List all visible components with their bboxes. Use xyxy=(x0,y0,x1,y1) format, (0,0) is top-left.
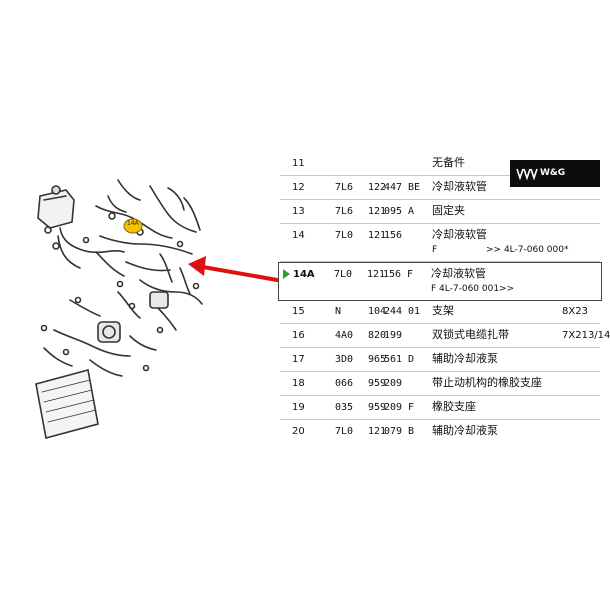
part-number-group-2: 965 xyxy=(368,354,387,365)
part-number-group-1: 4A0 xyxy=(335,330,354,341)
brand-logo: W&G xyxy=(510,160,600,187)
part-description: 辅助冷却液泵 xyxy=(432,424,498,437)
play-icon xyxy=(283,269,290,279)
part-number-group-2: 959 xyxy=(368,402,387,413)
table-row[interactable]: 16 4A0 820 199 双锁式电缆扎带 7X213/14 xyxy=(280,324,610,348)
part-description: 支架 xyxy=(432,304,454,317)
vvv-logo-mark-icon xyxy=(516,168,538,181)
part-number-group-2: 121 xyxy=(367,269,386,280)
part-number-group-3: 561 xyxy=(384,354,403,365)
part-description: 冷却液软管 xyxy=(432,228,487,241)
position-number: 16 xyxy=(292,330,305,341)
table-row[interactable]: 14 7L0 121 156 冷却液软管 F >> 4L-7-060 000* xyxy=(280,224,600,262)
part-number-group-2: 104 xyxy=(368,306,387,317)
part-number-suffix: A xyxy=(408,206,415,217)
part-number-group-2: 121 xyxy=(368,230,387,241)
position-number: 12 xyxy=(292,182,305,193)
part-note-range: >> 4L-7-060 000* xyxy=(486,245,569,255)
part-number-suffix: BE xyxy=(408,182,421,193)
position-number: 17 xyxy=(292,354,305,365)
table-row[interactable]: 12 7L6 122 447 BE 冷却液软管 xyxy=(280,176,600,200)
part-quantity-spec: 8X23 xyxy=(562,306,588,317)
part-number-group-2: 122 xyxy=(368,182,387,193)
part-number-group-1: 7L6 xyxy=(335,182,354,193)
parts-table: 11 无备件 12 7L6 122 447 BE 冷却液软管 13 7L6 12… xyxy=(278,152,610,437)
part-number-group-3: 156 xyxy=(384,230,403,241)
part-number-group-2: 121 xyxy=(368,426,387,437)
position-number: 11 xyxy=(292,158,305,169)
part-number-suffix: B xyxy=(408,426,415,437)
part-number-group-1: 7L0 xyxy=(334,269,353,280)
part-description: 无备件 xyxy=(432,156,465,169)
part-number-group-1: 7L6 xyxy=(335,206,354,217)
table-row[interactable]: 13 7L6 121 095 A 固定夹 xyxy=(280,200,600,224)
pointer-arrow xyxy=(202,265,284,283)
part-number-group-1: 3D0 xyxy=(335,354,354,365)
table-row[interactable]: 20 7L0 121 079 B 辅助冷却液泵 xyxy=(280,420,600,443)
part-note-code: F xyxy=(432,245,438,255)
part-number-group-2: 959 xyxy=(368,378,387,389)
part-number-group-1: 7L0 xyxy=(335,426,354,437)
position-number: 15 xyxy=(292,306,305,317)
table-row[interactable]: 18 066 959 209 带止动机构的橡胶支座 xyxy=(280,372,600,396)
part-description: 冷却液软管 xyxy=(432,180,487,193)
position-number: 18 xyxy=(292,378,305,389)
callout-label: 14A xyxy=(127,220,139,227)
part-description: 固定夹 xyxy=(432,204,465,217)
part-number-group-1: 7L0 xyxy=(335,230,354,241)
position-number: 13 xyxy=(292,206,305,217)
pointer-arrowhead xyxy=(188,256,206,276)
part-description: 带止动机构的橡胶支座 xyxy=(432,376,542,389)
position-number: 14 xyxy=(292,230,305,241)
part-number-suffix: 01 xyxy=(408,306,421,317)
part-description: 橡胶支座 xyxy=(432,400,476,413)
position-number: 20 xyxy=(292,426,305,437)
part-number-group-1: 035 xyxy=(335,402,354,413)
part-number-suffix: F xyxy=(407,269,414,280)
part-number-group-3: 447 xyxy=(384,182,403,193)
highlighted-part-marker xyxy=(123,218,143,234)
part-number-group-3: 156 xyxy=(383,269,402,280)
position-number: 14A xyxy=(293,269,315,280)
brand-logo-text: W&G xyxy=(540,168,566,178)
part-number-group-3: 095 xyxy=(384,206,403,217)
part-description: 辅助冷却液泵 xyxy=(432,352,498,365)
part-number-group-1: N xyxy=(335,306,342,317)
part-description: 冷却液软管 xyxy=(431,267,486,280)
part-number-group-1: 066 xyxy=(335,378,354,389)
table-row[interactable]: 17 3D0 965 561 D 辅助冷却液泵 xyxy=(280,348,600,372)
part-number-group-3: 209 xyxy=(384,378,403,389)
part-number-group-3: 079 xyxy=(384,426,403,437)
table-row-selected[interactable]: 14A 7L0 121 156 F 冷却液软管 F 4L-7-060 001>> xyxy=(278,262,602,301)
part-number-group-3: 244 xyxy=(384,306,403,317)
part-number-group-3: 209 xyxy=(384,402,403,413)
part-number-group-2: 121 xyxy=(368,206,387,217)
table-row[interactable]: 19 035 959 209 F 橡胶支座 xyxy=(280,396,600,420)
position-number: 19 xyxy=(292,402,305,413)
part-number-group-3: 199 xyxy=(384,330,403,341)
part-note: F 4L-7-060 001>> xyxy=(431,284,515,294)
table-row[interactable]: 11 无备件 xyxy=(280,152,600,176)
part-number-group-2: 820 xyxy=(368,330,387,341)
part-description: 双锁式电缆扎带 xyxy=(432,328,509,341)
table-row[interactable]: 15 N 104 244 01 支架 8X23 xyxy=(280,300,600,324)
part-number-suffix: D xyxy=(408,354,415,365)
part-number-suffix: F xyxy=(408,402,415,413)
part-quantity-spec: 7X213/14 xyxy=(562,330,610,341)
